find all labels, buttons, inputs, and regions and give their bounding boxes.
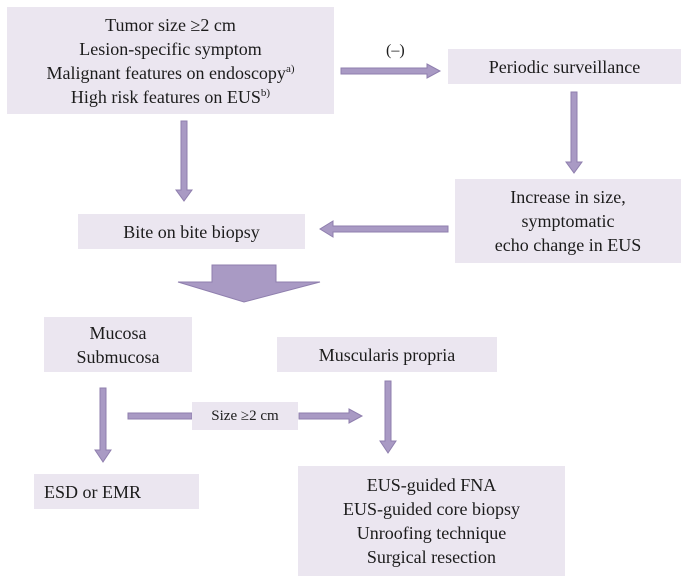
- criteria-tumor-size: Tumor size ≥2 cm: [105, 14, 236, 35]
- criteria-malignant-text: Malignant features on endoscopy: [46, 62, 286, 83]
- footnote-a: a): [285, 62, 295, 75]
- arrow-size-to-eus: [298, 408, 364, 424]
- criteria-high-risk: High risk features on EUSb): [71, 85, 270, 109]
- mucosa-label: Mucosa: [89, 322, 147, 343]
- footnote-b: b): [260, 86, 271, 99]
- periodic-surveillance-box: Periodic surveillance: [448, 49, 681, 84]
- biopsy-box: Bite on bite biopsy: [78, 214, 305, 249]
- eus-core-biopsy-label: EUS-guided core biopsy: [343, 499, 520, 519]
- size-condition-label: Size ≥2 cm: [192, 402, 298, 430]
- arrow-size-left-shaft: [127, 412, 193, 420]
- esd-box: ESD or EMR: [34, 474, 199, 509]
- surgical-resection-label: Surgical resection: [366, 547, 497, 567]
- arrow-increase-to-biopsy: [319, 220, 449, 238]
- symptomatic-label: symptomatic: [521, 211, 615, 231]
- periodic-surveillance-label: Periodic surveillance: [488, 56, 641, 77]
- submucosa-label: Submucosa: [76, 346, 160, 367]
- increase-box: Increase in size, symptomatic echo chang…: [455, 179, 681, 263]
- unroofing-label: Unroofing technique: [356, 523, 507, 543]
- arrow-criteria-to-biopsy: [175, 120, 193, 202]
- criteria-malignant-features: Malignant features on endoscopya): [47, 61, 295, 85]
- arrow-mucosa-to-esd: [94, 387, 112, 463]
- criteria-box: Tumor size ≥2 cm Lesion-specific symptom…: [7, 7, 334, 114]
- eus-options-box: EUS-guided FNA EUS-guided core biopsy Un…: [298, 466, 565, 576]
- criteria-high-risk-text: High risk features on EUS: [70, 86, 261, 107]
- arrow-biopsy-to-layers: [177, 264, 321, 303]
- esd-label: ESD or EMR: [44, 481, 142, 502]
- increase-size-label: Increase in size,: [510, 187, 626, 207]
- size-condition-text: Size ≥2 cm: [211, 407, 279, 424]
- negative-label: (–): [386, 42, 405, 59]
- mucosa-box: Mucosa Submucosa: [44, 317, 192, 372]
- arrow-surveillance-to-increase: [565, 91, 583, 174]
- arrow-muscularis-to-eus: [379, 380, 397, 454]
- muscularis-box: Muscularis propria: [277, 337, 497, 372]
- arrow-criteria-to-surveillance: [340, 63, 442, 79]
- eus-fna-label: EUS-guided FNA: [366, 475, 497, 495]
- biopsy-label: Bite on bite biopsy: [123, 221, 260, 242]
- echo-change-label: echo change in EUS: [494, 235, 642, 255]
- criteria-symptom: Lesion-specific symptom: [79, 38, 262, 59]
- muscularis-label: Muscularis propria: [318, 344, 456, 365]
